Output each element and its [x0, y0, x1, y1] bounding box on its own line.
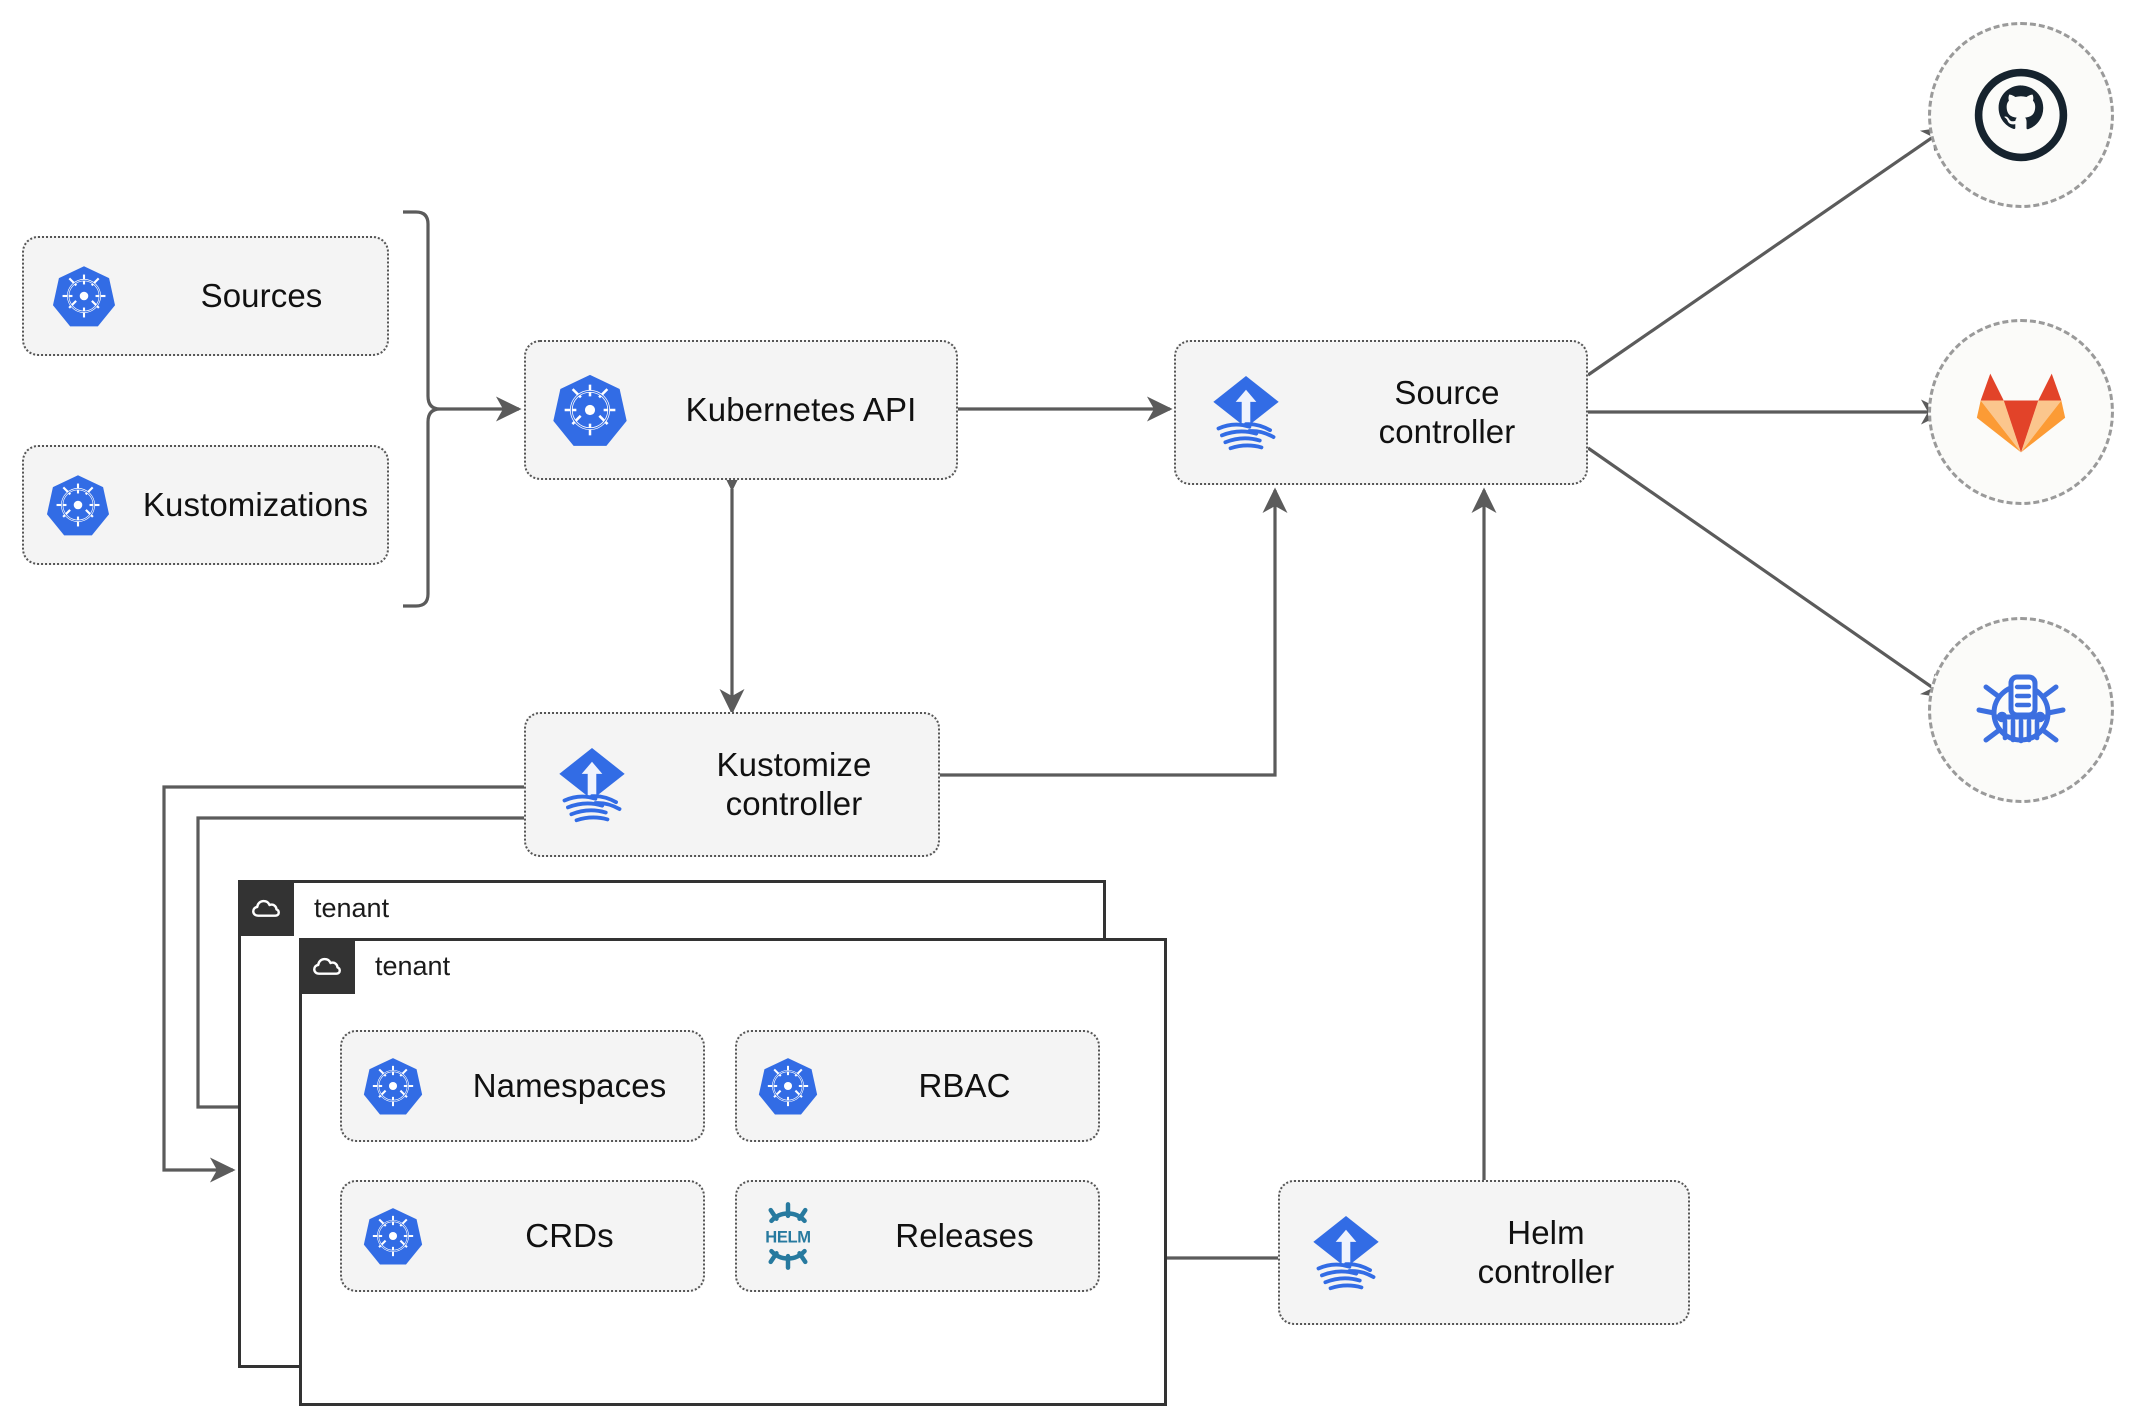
resource-card-sources[interactable]: Sources — [22, 236, 389, 356]
provider-node-bucket[interactable] — [1928, 617, 2114, 803]
resource-label-kustomize-controller: Kustomize controller — [716, 745, 872, 822]
wire-sourcectl-bucket — [1587, 446, 1949, 699]
kubernetes-icon — [24, 263, 144, 329]
github-icon — [1974, 68, 2068, 162]
bucket-icon — [1976, 674, 2066, 744]
tenant-label-front: tenant — [375, 950, 451, 981]
wire-sources-bracket — [403, 210, 441, 608]
resource-card-kustomize-controller[interactable]: Kustomize controller — [524, 712, 940, 857]
kubernetes-icon — [737, 1055, 839, 1117]
tenant-header-back: tenant — [238, 880, 389, 936]
tenant-header-front: tenant — [299, 938, 450, 994]
flux-icon — [1280, 1210, 1412, 1296]
wire-sourcectl-github — [1587, 126, 1949, 377]
resource-label-releases: Releases — [895, 1216, 1034, 1254]
resource-label-crds: CRDs — [525, 1216, 614, 1254]
resource-label-rbac: RBAC — [918, 1066, 1011, 1104]
resource-card-crds[interactable]: CRDs — [340, 1180, 705, 1292]
flux-icon — [1176, 370, 1316, 456]
svg-text:HELM: HELM — [765, 1227, 810, 1246]
tenant-label-back: tenant — [314, 892, 390, 923]
wire-kustomizectl-sourcectl — [940, 487, 1288, 777]
helm-icon: HELM — [737, 1200, 839, 1272]
gitlab-icon — [1976, 373, 2066, 453]
resource-card-rbac[interactable]: RBAC — [735, 1030, 1100, 1142]
resource-card-source-controller[interactable]: Source controller — [1174, 340, 1588, 485]
cloud-icon — [238, 880, 294, 936]
kubernetes-icon — [342, 1055, 444, 1117]
resource-card-kustomizations[interactable]: Kustomizations — [22, 445, 389, 565]
resource-label-kubernetes-api: Kubernetes API — [685, 390, 917, 428]
provider-node-github[interactable] — [1928, 22, 2114, 208]
resource-label-namespaces: Namespaces — [472, 1066, 667, 1104]
provider-node-gitlab[interactable] — [1928, 319, 2114, 505]
resource-card-namespaces[interactable]: Namespaces — [340, 1030, 705, 1142]
resource-label-kustomizations: Kustomizations — [142, 485, 369, 523]
kubernetes-icon — [526, 371, 654, 449]
cloud-icon — [299, 938, 355, 994]
resource-card-kubernetes-api[interactable]: Kubernetes API — [524, 340, 958, 480]
kubernetes-icon — [342, 1205, 444, 1267]
tenant-group-front: tenant — [299, 938, 1167, 1406]
kubernetes-icon — [24, 472, 132, 538]
flux-icon — [526, 742, 658, 828]
resource-label-source-controller: Source controller — [1378, 373, 1516, 450]
resource-label-sources: Sources — [200, 276, 323, 314]
resource-label-helm-controller: Helm controller — [1477, 1213, 1615, 1290]
resource-card-releases[interactable]: HELM Releases — [735, 1180, 1100, 1292]
resource-card-helm-controller[interactable]: Helm controller — [1278, 1180, 1690, 1325]
